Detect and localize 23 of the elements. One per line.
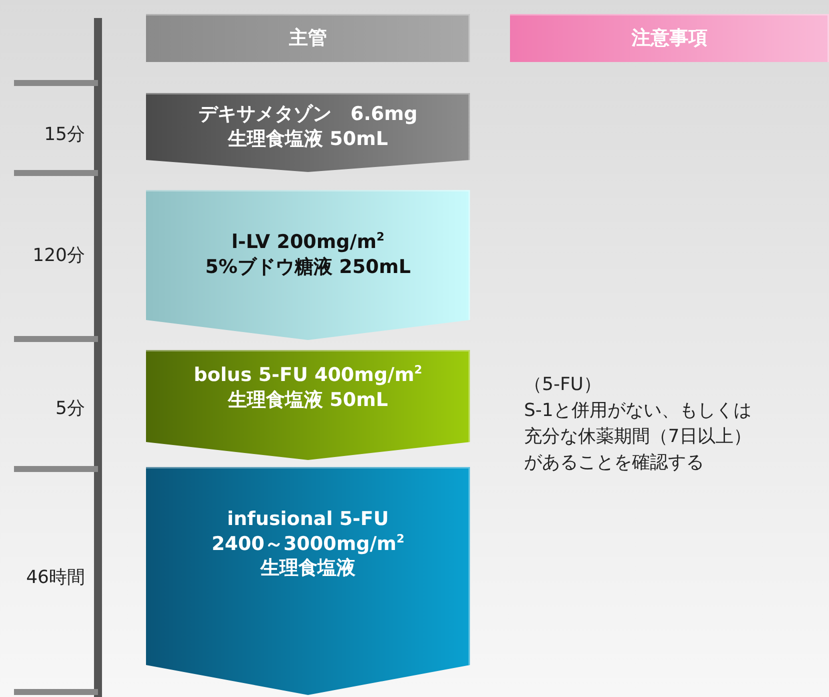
step-box — [146, 190, 470, 340]
drug-text: 5%ブドウ糖液 250mL — [205, 255, 411, 280]
header-text: 注意事項 — [632, 26, 708, 50]
drug-text: 2400～3000mg/m$^{2}$ — [212, 532, 404, 556]
step-box — [146, 350, 470, 460]
drug-text: bolus 5-FU 400mg/m$^{2}$ — [194, 363, 422, 388]
header-bar — [510, 14, 829, 62]
drug-text: デキサメタゾン 6.6mg — [198, 102, 418, 126]
step-box — [146, 467, 470, 695]
note-text: S-1と併用がない、もしくは充分な休薬期間（7日以上）があることを確認する — [524, 399, 752, 476]
duration-label: 120分 — [32, 244, 85, 268]
duration-label: 46時間 — [25, 566, 85, 590]
drug-text: infusional 5-FU — [227, 506, 389, 532]
step-box — [146, 93, 470, 172]
duration-label: 15分 — [43, 123, 85, 147]
header-bar — [146, 14, 470, 62]
drug-text: 生理食塩液 50mL — [228, 388, 388, 413]
header-text: 主管 — [289, 26, 327, 50]
drug-text: 生理食塩液 — [260, 556, 356, 582]
duration-label: 5分 — [54, 397, 85, 421]
drug-text: l-LV 200mg/m$^{2}$ — [232, 230, 384, 255]
drug-text: 生理食塩液 50mL — [228, 126, 388, 152]
note-text: （5-FU） — [524, 373, 602, 397]
